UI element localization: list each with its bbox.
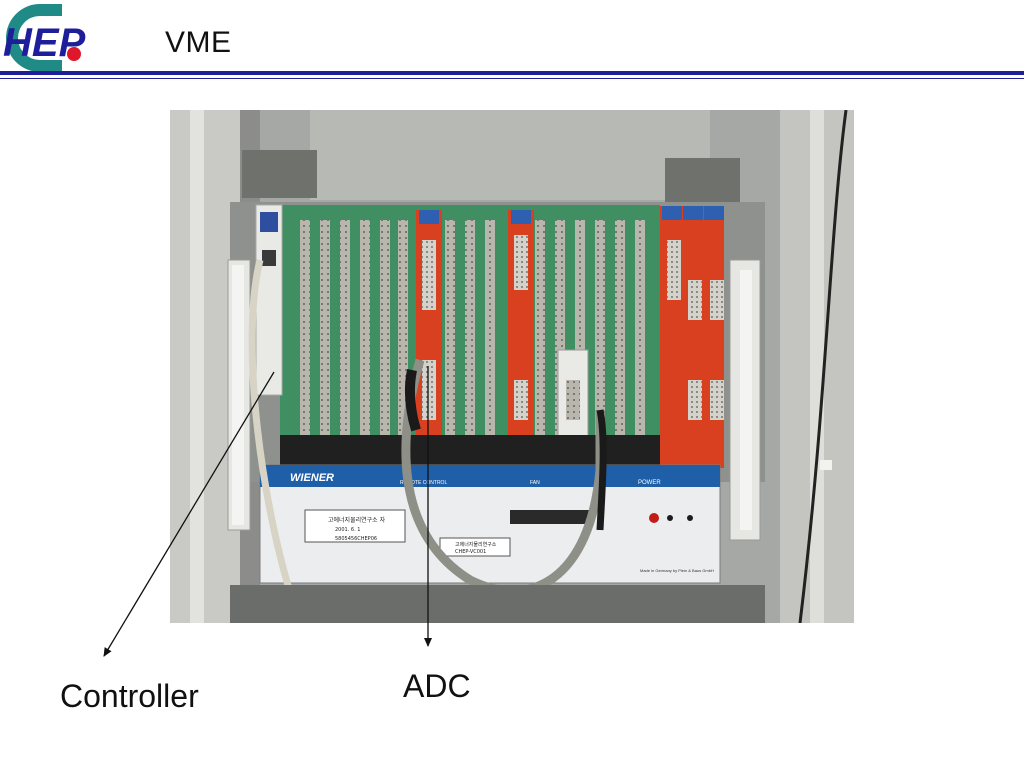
title-rule-thick xyxy=(0,71,1024,75)
controller-label: Controller xyxy=(60,678,199,714)
vme-crate-illustration: WIENER REMOTE CONTROL FAN POWER 고에너지물리연구… xyxy=(170,110,854,623)
panel-mid-code: CHEP-VC001 xyxy=(455,549,486,555)
vme-crate-photo: WIENER REMOTE CONTROL FAN POWER 고에너지물리연구… xyxy=(170,110,854,623)
made-in-text: Made in Germany by Plein & Baus GmbH xyxy=(640,568,714,573)
power-text: POWER xyxy=(638,480,661,486)
panel-left-code: 5805456CHEP06 xyxy=(335,536,377,542)
panel-left-label: 고에너지물리연구소 자 xyxy=(328,516,386,524)
panel-mid-label: 고에너지물리연구소 xyxy=(455,541,497,548)
panel-left-sublabel: 2001. 6. 1 xyxy=(335,527,360,533)
adc-label: ADC xyxy=(403,668,471,704)
slide-title: VME xyxy=(165,26,232,59)
title-rule-thin xyxy=(0,78,1024,79)
remote-control-text: REMOTE CONTROL xyxy=(400,480,447,486)
crate-brand-text: WIENER xyxy=(290,472,334,484)
hep-logo-icon: HEP xyxy=(3,4,86,72)
fan-text: FAN xyxy=(530,480,540,486)
